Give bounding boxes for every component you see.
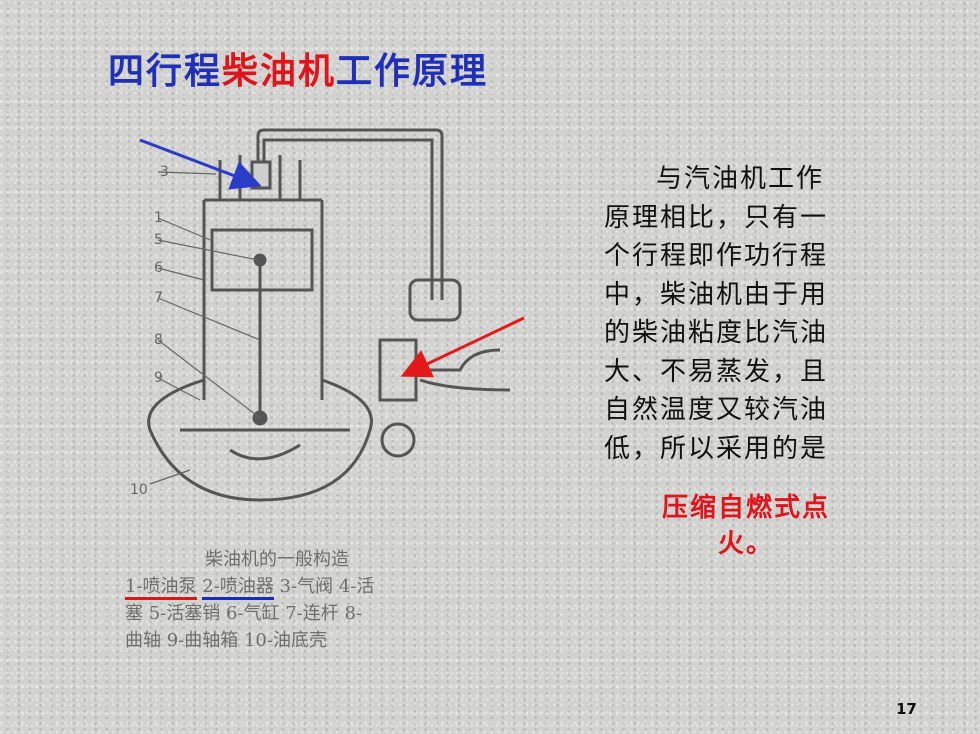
legend-injector: 2-喷油器 [202,576,274,600]
body-line: 的柴油粘度比汽油 [604,318,829,348]
caption-line-1: 1-喷油泵 2-喷油器 3-气阀 4-活 [125,573,545,600]
body-line: 与汽油机工作 [656,164,825,194]
title-part-2: 柴油机 [222,50,337,92]
diagram-caption: 柴油机的一般构造 1-喷油泵 2-喷油器 3-气阀 4-活 塞 5-活塞销 6-… [125,546,545,654]
title-part-3: 工作原理 [336,50,489,92]
injection-pump [378,338,418,402]
diesel-engine-diagram: 3 1 5 6 7 8 9 10 [130,128,525,502]
highlight-line-1: 压缩自燃式点 [661,493,830,523]
piston [210,228,314,292]
part-label-6: 6 [154,260,163,276]
body-line: 大、不易蒸发，且 [604,356,829,387]
slide-title: 四行程柴油机工作原理 [108,42,488,94]
part-label-10: 10 [130,482,148,498]
body-line: 低，所以采用的是 [604,433,829,464]
caption-line-2: 塞 5-活塞销 6-气缸 7-连杆 8- [125,603,363,624]
title-part-1: 四行程 [108,50,223,92]
page-number: 17 [896,700,917,718]
legend-pump: 1-喷油泵 [125,576,197,600]
part-label-1: 1 [154,210,163,226]
pump-top [408,278,462,322]
part-label-8: 8 [154,332,163,348]
fuel-line [256,128,444,300]
part-label-9: 9 [154,370,163,386]
part-label-7: 7 [154,290,163,306]
pump-arrow [400,316,525,378]
injector-arrow [139,138,262,190]
legend-rest: 3-气阀 4-活 [273,576,375,597]
explanation-text: 与汽油机工作 原理相比，只有一 个行程即作功行程 中，柴油机由于用 的柴油粘度比… [604,160,874,468]
body-line: 中，柴油机由于用 [604,279,829,310]
part-label-5: 5 [154,232,163,248]
body-line: 原理相比，只有一 [604,202,829,233]
part-label-3: 3 [160,164,169,180]
body-line: 个行程即作功行程 [604,241,829,271]
caption-heading: 柴油机的一般构造 [205,549,349,570]
body-line: 自然温度又较汽油 [604,395,829,425]
caption-line-3: 曲轴 9-曲轴箱 10-油底壳 [125,630,327,651]
crankcase [147,378,373,502]
highlight-conclusion: 压缩自燃式点 火。 [636,490,856,562]
pump-cam [380,422,416,458]
highlight-line-2: 火。 [717,529,774,559]
